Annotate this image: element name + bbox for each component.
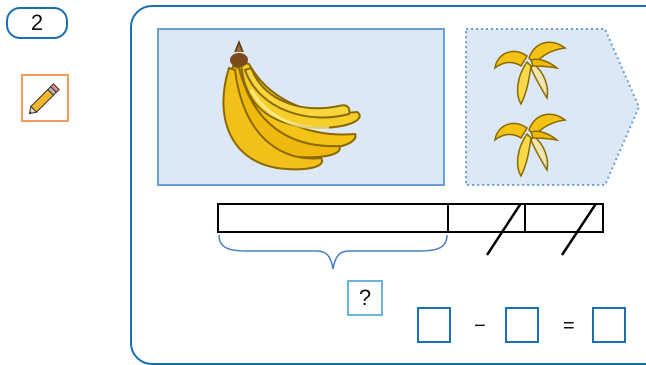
bar-eaten-segment xyxy=(525,204,603,232)
minus-sign: − xyxy=(474,316,486,336)
brace xyxy=(219,235,447,269)
unknown-label: ? xyxy=(359,285,371,311)
banana-bunch-icon xyxy=(159,30,443,184)
answer-box-3[interactable] xyxy=(592,307,626,343)
answer-box-1[interactable] xyxy=(417,307,451,343)
bar-model xyxy=(217,203,617,283)
banana-bunch-picture xyxy=(157,28,445,186)
equals-sign: = xyxy=(563,316,575,336)
banana-peels-picture xyxy=(465,28,640,186)
unknown-box: ? xyxy=(347,280,383,316)
task-number: 2 xyxy=(31,10,43,36)
pencil-button[interactable] xyxy=(21,74,69,122)
bar-remaining-segment xyxy=(218,204,448,232)
bar-eaten-segment xyxy=(448,204,525,232)
answer-box-2[interactable] xyxy=(505,307,539,343)
pencil-icon xyxy=(23,76,67,120)
task-number-badge: 2 xyxy=(6,7,68,39)
